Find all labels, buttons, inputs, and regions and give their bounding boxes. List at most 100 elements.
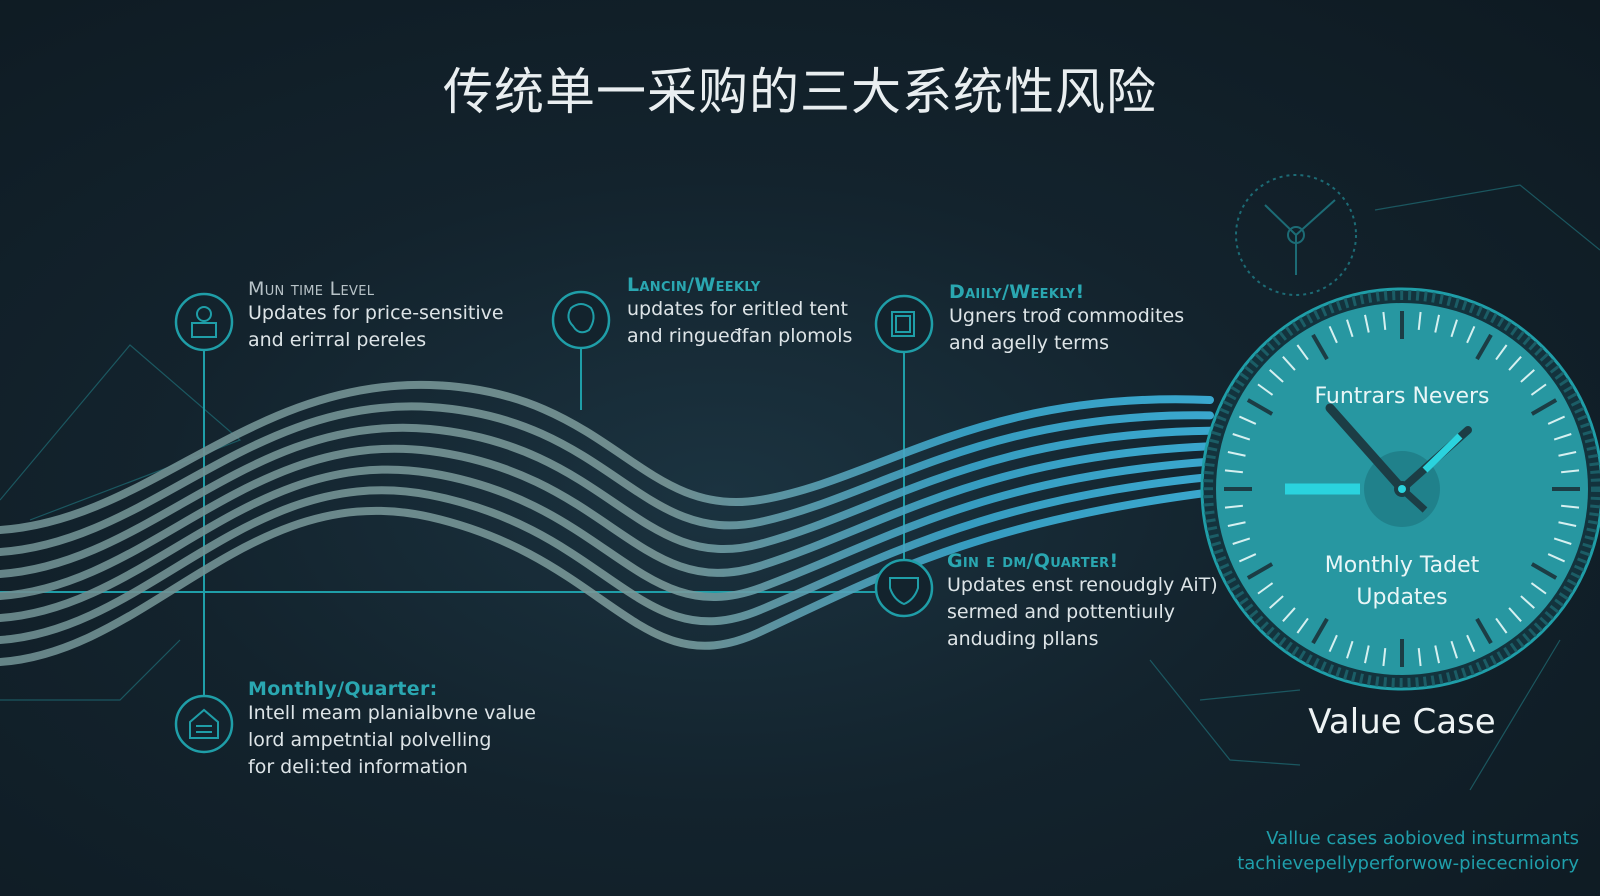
- clock-tick: [1417, 311, 1422, 330]
- footer-text: Vallue cases aobioved insturmants tachie…: [1237, 826, 1579, 876]
- clock-tick: [1296, 617, 1309, 634]
- clock-tick: [1246, 398, 1274, 416]
- clock-bottom-text: Monthly Tadet Updates: [1252, 550, 1552, 614]
- item-heading: Monthly/Quarter:: [248, 678, 438, 700]
- icon-circle-2: [551, 290, 611, 350]
- item-heading: Gin e dm/Quarter!: [947, 550, 1119, 572]
- person-icon: [191, 306, 217, 338]
- clock-tick: [1364, 314, 1370, 333]
- clock-tick: [1495, 344, 1508, 361]
- icon-circle-4: [874, 558, 934, 618]
- clock-top-text: Funtrars Nevers: [1314, 384, 1490, 409]
- item-text: Updates enst renoudgly AiT): [947, 574, 1218, 596]
- wave-line: [0, 488, 1214, 666]
- clock-tick: [1269, 369, 1284, 383]
- clock-tick: [1311, 617, 1329, 645]
- flow-waves: [0, 380, 1214, 666]
- clock-tick: [1508, 607, 1522, 622]
- clock-tick: [1520, 369, 1535, 383]
- clock-tick: [1232, 433, 1251, 441]
- clock-tick: [1346, 319, 1354, 338]
- network-lines: [0, 184, 1600, 791]
- clock-tick: [1530, 383, 1547, 396]
- clock-tick: [1364, 645, 1370, 664]
- clock-tick: [1296, 344, 1309, 361]
- icon-circle-3: [874, 294, 934, 354]
- clock-tick: [1558, 451, 1577, 457]
- clock-tick: [1495, 617, 1508, 634]
- wave-line: [0, 402, 1214, 556]
- clock-tick: [1475, 333, 1493, 361]
- item-text: Intell meam planialbvne value: [248, 702, 536, 724]
- clock-tick: [1238, 553, 1257, 563]
- clock-tick: [1466, 325, 1476, 344]
- leaf-icon: [567, 303, 595, 334]
- clock-bottom-line: Updates: [1356, 585, 1448, 610]
- clock-tick: [1558, 521, 1577, 527]
- item-text: for deli:ted information: [248, 756, 468, 778]
- clock-tick: [1450, 319, 1458, 338]
- wave-line: [0, 380, 1214, 534]
- item-text: updates for eritled tent: [627, 298, 848, 320]
- clock-tick: [1547, 415, 1566, 425]
- footer-line: Vallue cases aobioved insturmants: [1266, 828, 1579, 849]
- wave-line: [0, 442, 1214, 600]
- clock-tick: [1553, 433, 1572, 441]
- item-text: Ugners trođ commodites: [949, 305, 1185, 327]
- item-text: Updates for price-sensitive: [248, 302, 504, 324]
- clock-tick: [1475, 617, 1493, 645]
- clock-tick: [1382, 648, 1387, 667]
- icon-circle-5: [174, 694, 234, 754]
- clock-tick: [1232, 537, 1251, 545]
- item-text: and erітral pereles: [248, 329, 427, 351]
- footer-line: tachievepellyperforwow-piececnioiory: [1237, 853, 1579, 874]
- clock-tick: [1257, 582, 1274, 595]
- item-heading: Mun time Level: [248, 278, 375, 300]
- document-icon: [891, 311, 915, 337]
- clock-tick: [1508, 356, 1522, 371]
- wave-line: [0, 457, 1214, 622]
- clock-tick: [1246, 562, 1274, 580]
- clock: [1200, 287, 1600, 691]
- item-weekly: Lancin/Weekly updates for eritled tent a…: [627, 274, 852, 350]
- item-quarter: Gin e dm/Quarter! Updates enst renoudgly…: [947, 550, 1218, 653]
- clock-tick: [1224, 469, 1243, 474]
- clock-tick: [1257, 383, 1274, 396]
- clock-tick: [1434, 645, 1440, 664]
- clock-tick: [1269, 595, 1284, 609]
- clock-tick: [1227, 451, 1246, 457]
- clock-tick: [1553, 537, 1572, 545]
- clock-tick: [1282, 607, 1296, 622]
- clock-tick: [1311, 333, 1329, 361]
- page-title: 传统单一采购的三大系统性风险: [443, 63, 1157, 121]
- clock-bottom-line: Monthly Tadet: [1324, 553, 1480, 578]
- clock-tick: [1520, 595, 1535, 609]
- clock-tick: [1547, 553, 1566, 563]
- house-icon: [189, 708, 219, 739]
- clock-tick: [1282, 356, 1296, 371]
- clock-tick: [1382, 311, 1387, 330]
- item-text: and agelly terms: [949, 332, 1110, 354]
- wave-line: [0, 423, 1214, 578]
- item-min-time-level: Mun time Level Updates for price-sensiti…: [248, 278, 504, 354]
- clock-tick: [1466, 634, 1476, 653]
- item-text: sermed and pottentiuıly: [947, 601, 1176, 623]
- clock-tick: [1561, 504, 1580, 509]
- clock-tick: [1227, 521, 1246, 527]
- clock-tick: [1434, 314, 1440, 333]
- gear-icon: [1235, 174, 1357, 296]
- clock-tick: [1417, 648, 1422, 667]
- item-daily-weekly: Daiily/Weekly! Ugners trođ commodites an…: [949, 281, 1184, 357]
- clock-tick: [1561, 469, 1580, 474]
- clock-tick: [1238, 415, 1257, 425]
- item-monthly-quarter: Monthly/Quarter: Intell meam planialbvne…: [248, 678, 536, 781]
- item-text: lord ampetntial polvelling: [248, 729, 492, 751]
- item-text: anduding pllans: [947, 628, 1099, 650]
- clock-tick: [1530, 398, 1558, 416]
- wave-line: [0, 473, 1214, 644]
- clock-tick: [1530, 582, 1547, 595]
- clock-tick: [1328, 325, 1338, 344]
- clock-tick: [1224, 504, 1243, 509]
- item-heading: Lancin/Weekly: [627, 274, 761, 296]
